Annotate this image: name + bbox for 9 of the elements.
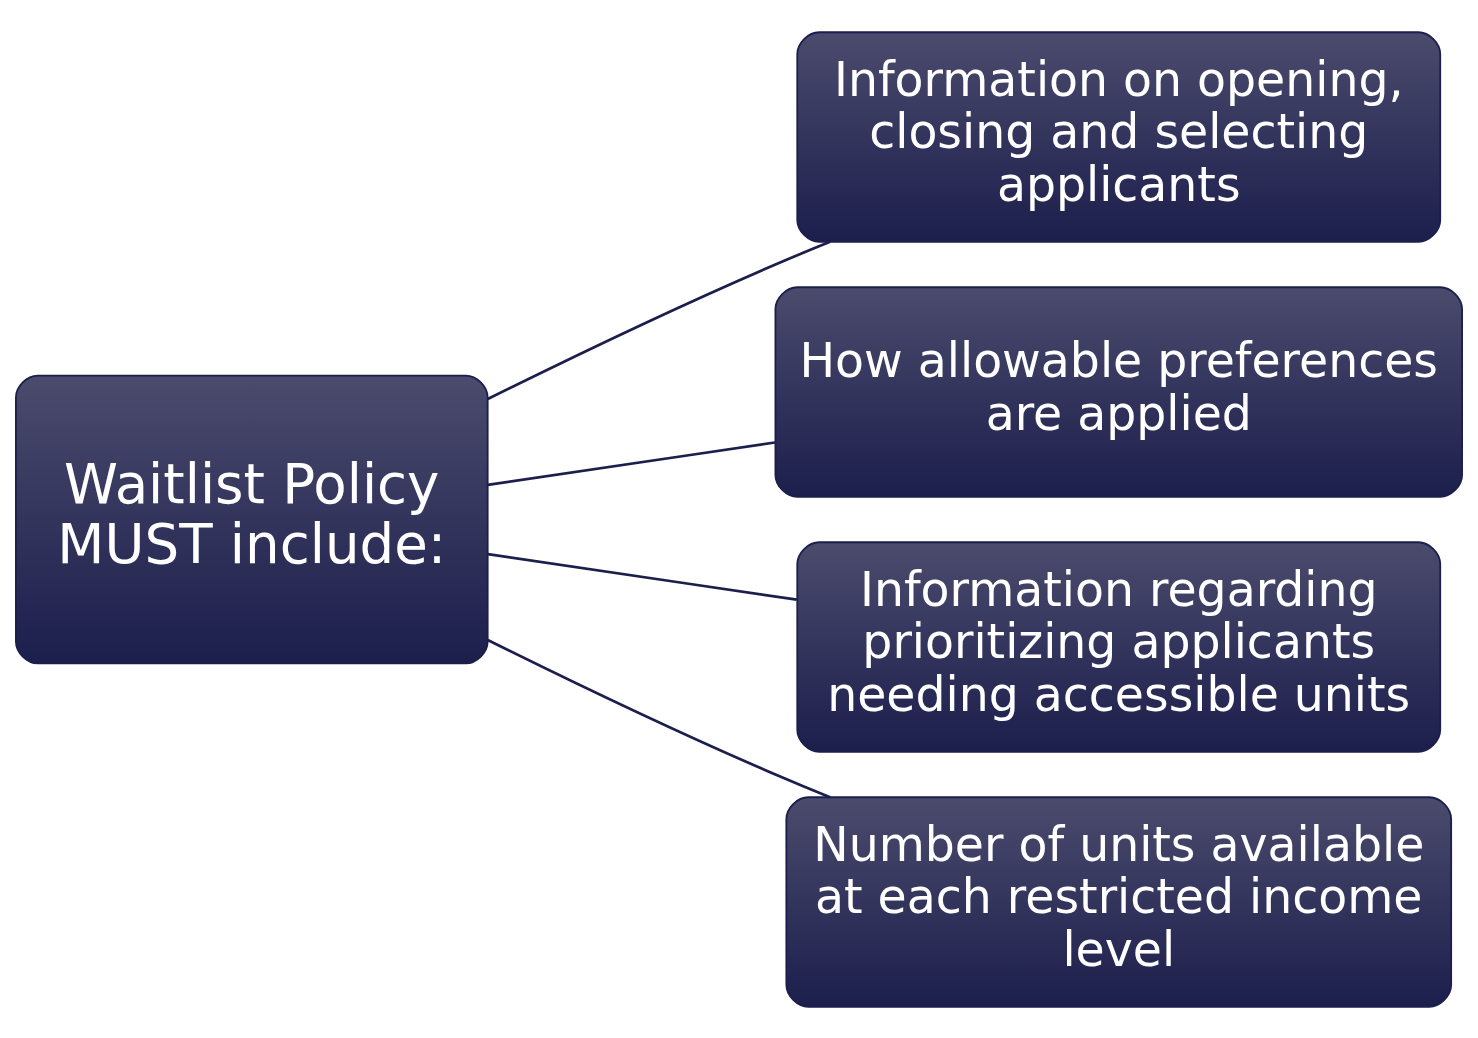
connector [487, 440, 776, 486]
node-box: Number of units available at each restricted income level [785, 795, 1453, 1008]
connector [487, 638, 831, 798]
node-box: How allowable preferences are applied [774, 285, 1463, 498]
connector [487, 240, 831, 400]
node-box: Information regarding prioritizing applicants needing accessible units [796, 540, 1442, 753]
connector [487, 552, 797, 601]
node-box: Waitlist Policy MUST include: [15, 374, 489, 664]
node-box: Information on opening, closing and selecting applicants [796, 30, 1442, 243]
